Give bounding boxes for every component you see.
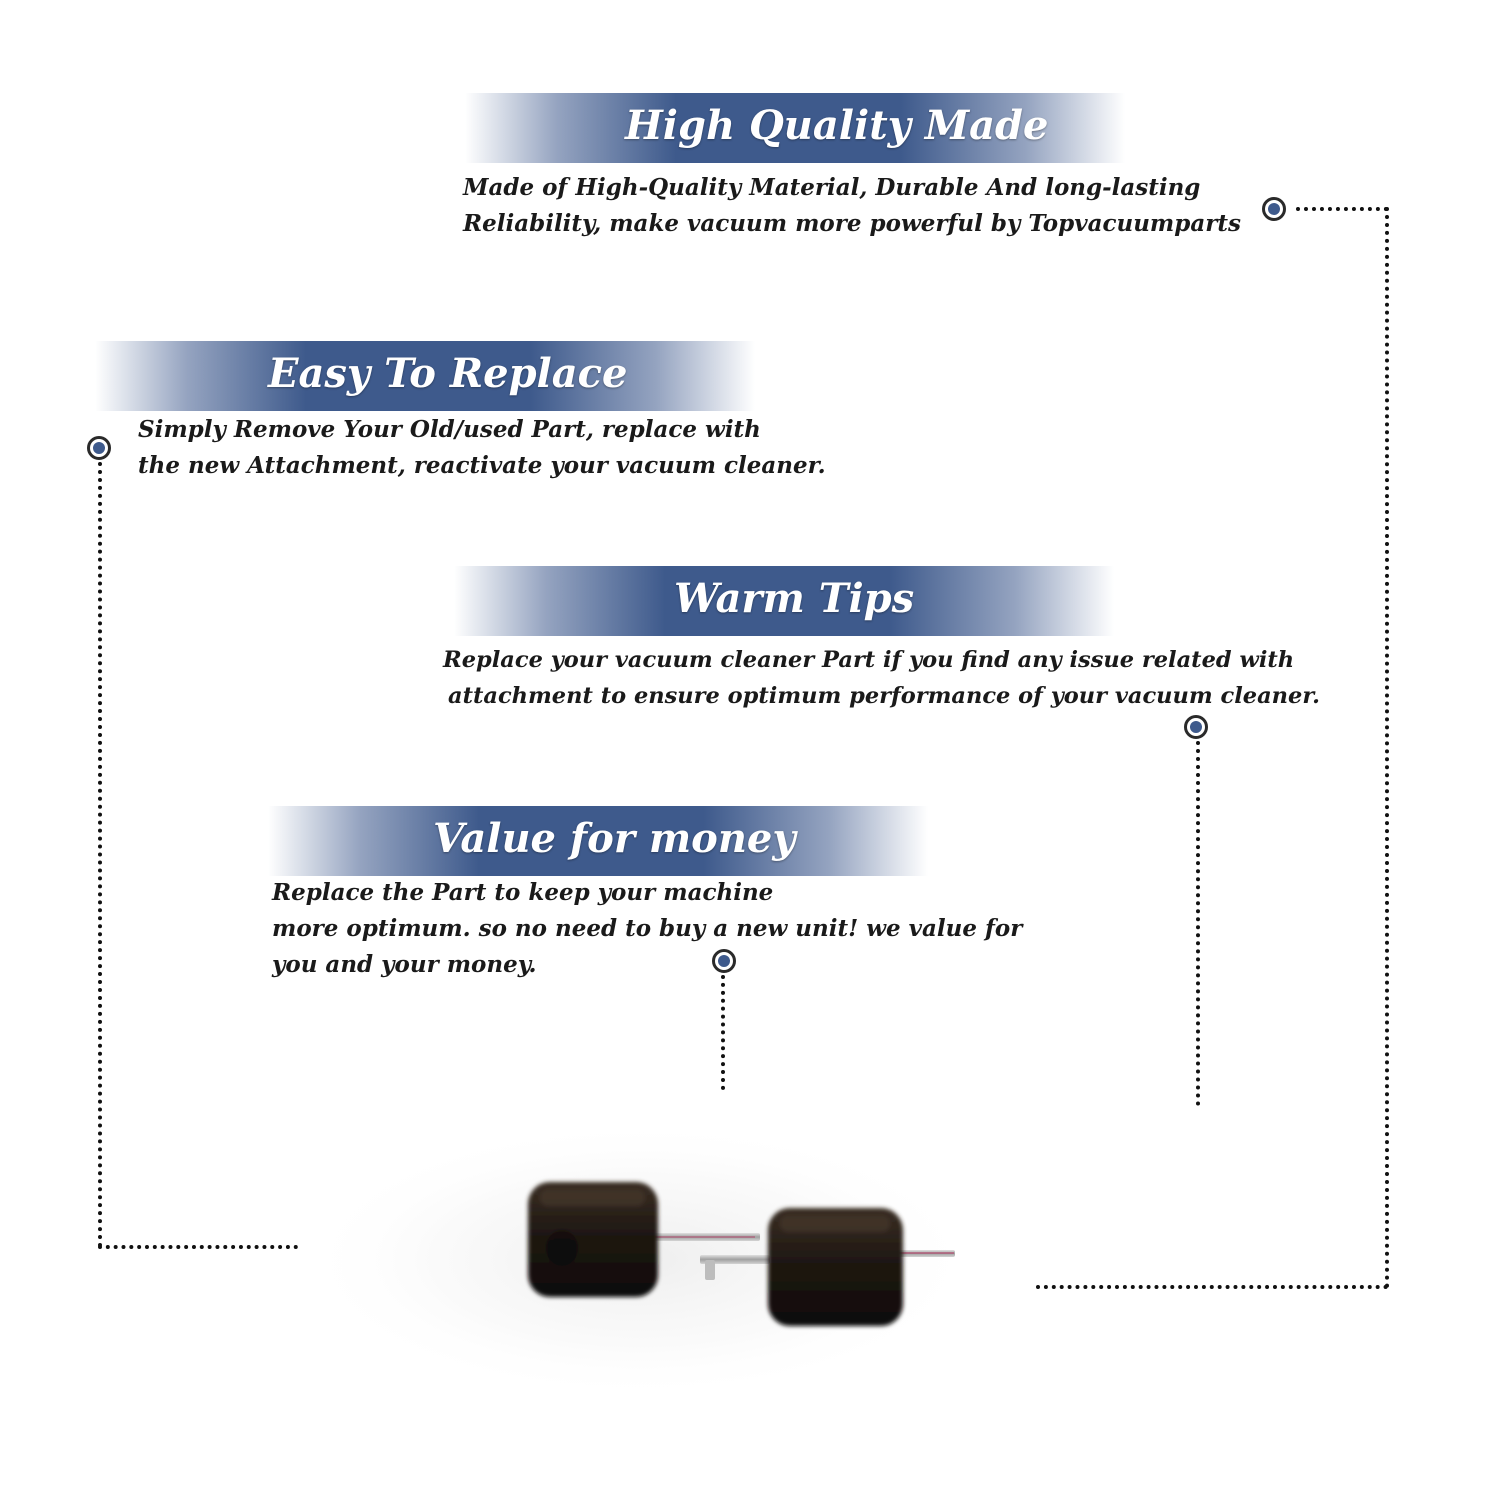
section-description: Replace the Part to keep your machine mo… xyxy=(272,875,1022,983)
connector-line xyxy=(1196,741,1204,1106)
section-title: Warm Tips xyxy=(674,575,915,622)
target-dot-icon xyxy=(1262,197,1286,221)
target-dot-icon xyxy=(87,436,111,460)
description-line: you and your money. xyxy=(272,951,537,978)
roller-right xyxy=(768,1208,903,1326)
section-description: Replace your vacuum cleaner Part if you … xyxy=(443,642,1320,714)
connector-line xyxy=(1385,207,1393,1289)
connector-line xyxy=(721,975,729,1090)
description-line: attachment to ensure optimum performance… xyxy=(448,683,1320,709)
connector-line xyxy=(98,462,106,1248)
description-line: more optimum. so no need to buy a new un… xyxy=(272,915,1023,942)
target-dot-icon xyxy=(712,949,736,973)
banner-easy-replace: Easy To Replace xyxy=(95,341,755,411)
banner-value-money: Value for money xyxy=(268,806,928,876)
target-dot-icon xyxy=(1184,715,1208,739)
description-line: Replace the Part to keep your machine xyxy=(272,879,774,906)
section-description: Made of High-Quality Material, Durable A… xyxy=(463,170,1241,242)
section-title: Value for money xyxy=(433,815,796,862)
description-line: Replace your vacuum cleaner Part if you … xyxy=(443,647,1295,673)
roller-left xyxy=(528,1182,658,1297)
description-line: Reliability, make vacuum more powerful b… xyxy=(463,210,1241,237)
banner-warm-tips: Warm Tips xyxy=(454,566,1114,636)
section-description: Simply Remove Your Old/used Part, replac… xyxy=(138,412,826,484)
metal-pin xyxy=(650,1233,955,1280)
connector-line xyxy=(1296,207,1388,215)
product-image xyxy=(300,1120,980,1400)
description-line: the new Attachment, reactivate your vacu… xyxy=(138,452,826,479)
description-line: Made of High-Quality Material, Durable A… xyxy=(463,174,1201,201)
section-title: Easy To Replace xyxy=(268,350,628,397)
connector-line xyxy=(1036,1285,1388,1293)
section-title: High Quality Made xyxy=(625,102,1049,149)
banner-high-quality: High Quality Made xyxy=(465,93,1125,163)
description-line: Simply Remove Your Old/used Part, replac… xyxy=(138,416,761,443)
connector-line xyxy=(98,1245,298,1253)
